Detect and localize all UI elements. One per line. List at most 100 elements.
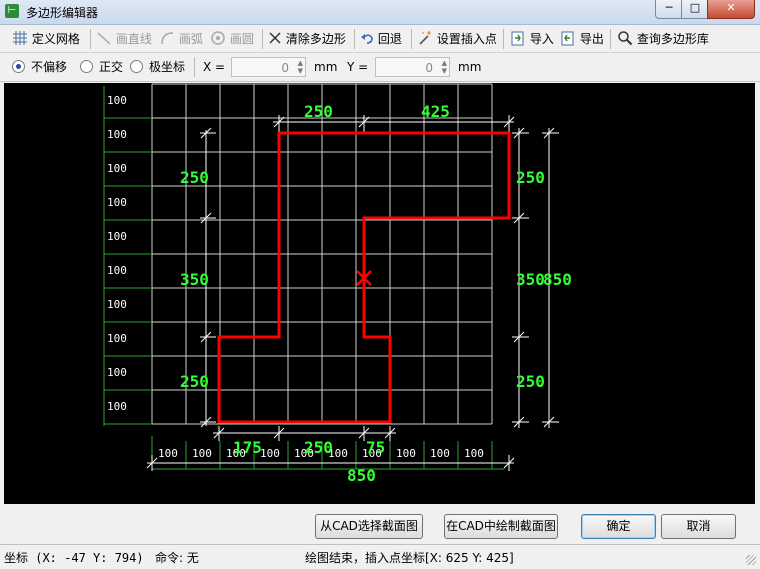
define-grid-label: 定义网格 <box>31 32 80 46</box>
orthogonal-label: 正交 <box>99 60 124 74</box>
spinner-arrows-icon[interactable]: ▲▼ <box>297 59 303 75</box>
define-grid-button[interactable]: 定义网格 <box>12 29 80 49</box>
dim-right-bottom: 250 <box>516 372 545 391</box>
y-unit: mm <box>458 60 482 74</box>
row-label: 100 <box>107 162 127 175</box>
toolbar-separator <box>194 57 195 77</box>
row-label: 100 <box>107 298 127 311</box>
draw-arc-label: 画弧 <box>178 32 203 46</box>
circle-icon <box>211 31 225 45</box>
clear-polygon-button[interactable]: 清除多边形 <box>268 29 346 49</box>
dim-left-mid: 350 <box>180 270 209 289</box>
insert-point-marker[interactable] <box>356 270 372 286</box>
col-label: 100 <box>328 447 348 460</box>
col-label: 100 <box>226 447 246 460</box>
row-label: 100 <box>107 366 127 379</box>
col-label: 100 <box>294 447 314 460</box>
col-label: 100 <box>158 447 178 460</box>
grid <box>151 83 493 425</box>
set-insert-point-button[interactable]: 设置插入点 <box>417 29 497 49</box>
query-library-label: 查询多边形库 <box>636 32 709 46</box>
main-toolbar: 定义网格 画直线 画弧 画圆 清除多边形 回退 设置插入点 <box>0 25 760 53</box>
query-library-button[interactable]: 查询多边形库 <box>617 29 709 49</box>
toolbar-separator <box>90 29 91 49</box>
section-polygon[interactable] <box>217 131 511 424</box>
row-label: 100 <box>107 94 127 107</box>
draw-line-label: 画直线 <box>115 32 152 46</box>
undo-button[interactable]: 回退 <box>360 29 402 49</box>
status-coordinates: 坐标 (X: -47 Y: 794) <box>4 551 144 565</box>
x-icon <box>269 32 281 44</box>
col-label: 100 <box>396 447 416 460</box>
drawing-canvas[interactable]: 100 100 100 100 100 100 100 100 100 100 … <box>4 83 755 504</box>
y-label: Y = <box>347 60 369 74</box>
drawing-svg[interactable]: 100 100 100 100 100 100 100 100 100 100 … <box>4 83 755 504</box>
orthogonal-radio[interactable]: 正交 <box>80 57 123 77</box>
grid-icon <box>13 31 27 45</box>
col-label: 100 <box>362 447 382 460</box>
y-input[interactable]: 0 ▲▼ <box>375 57 450 77</box>
app-icon: ⊢ <box>5 4 19 18</box>
col-labels: 100 100 100 100 100 100 100 100 100 100 <box>158 447 484 460</box>
search-icon <box>618 31 633 46</box>
dim-top-right: 425 <box>421 102 450 121</box>
row-label: 100 <box>107 264 127 277</box>
status-message: 绘图结束，插入点坐标[X: 625 Y: 425] <box>305 551 514 565</box>
close-button[interactable]: ✕ <box>707 0 755 19</box>
line-icon <box>97 32 111 45</box>
spinner-arrows-icon[interactable]: ▲▼ <box>441 59 447 75</box>
export-button[interactable]: 导出 <box>560 29 604 49</box>
dimension-lines <box>146 115 559 471</box>
draw-line-button[interactable]: 画直线 <box>96 29 152 49</box>
no-offset-radio[interactable]: 不偏移 <box>12 57 67 77</box>
import-button[interactable]: 导入 <box>510 29 554 49</box>
undo-icon <box>361 34 373 44</box>
y-value: 0 <box>425 61 433 75</box>
status-command: 命令: 无 <box>155 551 199 565</box>
row-label: 100 <box>107 196 127 209</box>
import-icon <box>511 31 524 46</box>
toolbar-separator <box>503 29 504 49</box>
toolbar-separator <box>411 29 412 49</box>
no-offset-label: 不偏移 <box>31 60 68 74</box>
toolbar-separator <box>354 29 355 49</box>
x-input[interactable]: 0 ▲▼ <box>231 57 306 77</box>
col-label: 100 <box>192 447 212 460</box>
draw-in-cad-button[interactable]: 在CAD中绘制截面图 <box>444 514 558 539</box>
x-unit: mm <box>314 60 338 74</box>
dim-bottom-mid: 250 <box>304 438 333 457</box>
minimize-button[interactable]: ─ <box>655 0 683 19</box>
cancel-button[interactable]: 取消 <box>661 514 736 539</box>
dim-right-total: 850 <box>543 270 572 289</box>
row-labels: 100 100 100 100 100 100 100 100 100 100 <box>107 94 127 413</box>
col-label: 100 <box>464 447 484 460</box>
clear-polygon-label: 清除多边形 <box>285 32 346 46</box>
col-ticks <box>151 441 493 469</box>
dim-bottom-total: 850 <box>347 466 376 485</box>
dim-right-top: 250 <box>516 168 545 187</box>
dim-bottom-right: 75 <box>366 438 385 457</box>
wand-icon <box>419 31 431 45</box>
status-bar: 坐标 (X: -47 Y: 794) 命令: 无 绘图结束，插入点坐标[X: 6… <box>0 544 760 569</box>
title-bar: ⊢ 多边形编辑器 ─ □ ✕ <box>0 0 760 25</box>
row-label: 100 <box>107 230 127 243</box>
radio-icon <box>130 60 143 73</box>
dim-left-top: 250 <box>180 168 209 187</box>
polar-radio[interactable]: 极坐标 <box>130 57 185 77</box>
draw-circle-button[interactable]: 画圆 <box>210 29 254 49</box>
maximize-button[interactable]: □ <box>681 0 709 19</box>
row-ticks <box>103 86 504 470</box>
radio-selected-icon <box>12 60 25 73</box>
col-label: 100 <box>430 447 450 460</box>
select-from-cad-button[interactable]: 从CAD选择截面图 <box>315 514 423 539</box>
draw-arc-button[interactable]: 画弧 <box>159 29 203 49</box>
ok-button[interactable]: 确定 <box>581 514 656 539</box>
set-insert-point-label: 设置插入点 <box>436 32 497 46</box>
export-icon <box>561 31 574 46</box>
row-label: 100 <box>107 128 127 141</box>
draw-circle-label: 画圆 <box>229 32 254 46</box>
resize-grip-icon[interactable] <box>746 555 756 565</box>
row-label: 100 <box>107 400 127 413</box>
export-label: 导出 <box>579 32 604 46</box>
arc-icon <box>161 32 174 45</box>
